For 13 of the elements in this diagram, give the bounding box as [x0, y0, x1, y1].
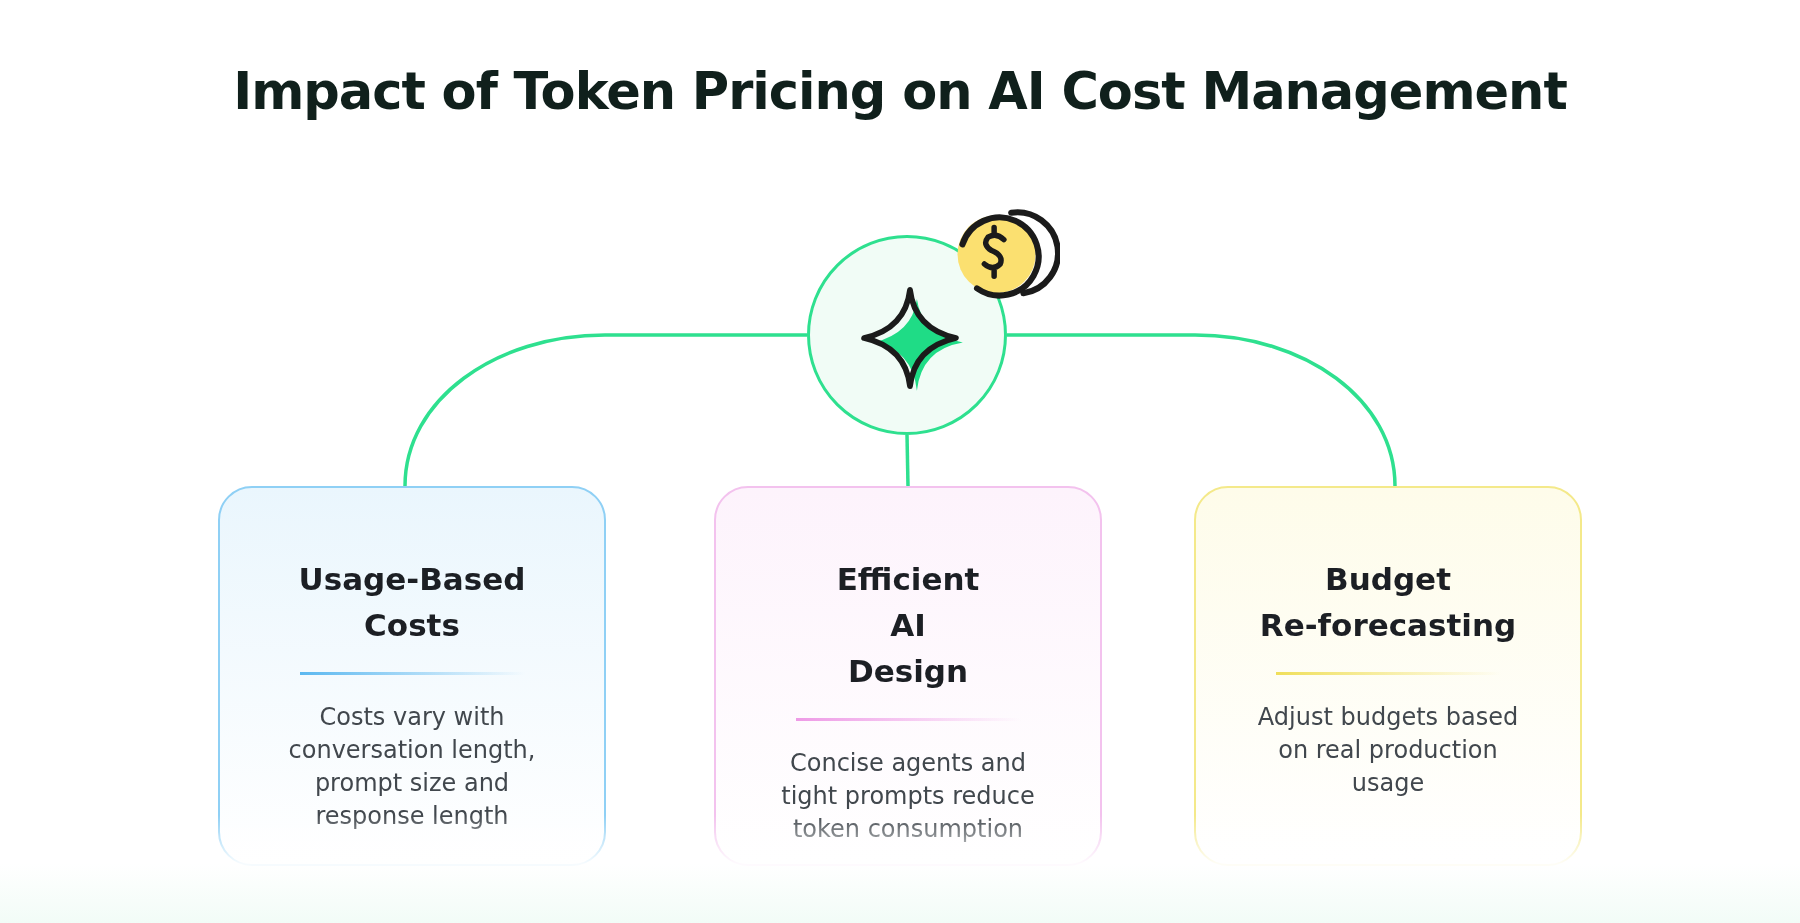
info-card — [714, 486, 1102, 866]
card-description: Costs vary with conversation length, prompt size and response length — [287, 702, 537, 832]
info-card — [1194, 486, 1582, 866]
connector-line — [905, 434, 910, 487]
card-heading: Budget Re-forecasting — [1259, 560, 1517, 645]
info-card — [218, 486, 606, 866]
title: Impact of Token Pricing on AI Cost Management — [232, 62, 1568, 121]
connector-line — [1007, 333, 1397, 487]
card-description: Adjust budgets based on real production usage — [1256, 702, 1520, 799]
card-heading: Usage-Based Costs — [298, 560, 526, 645]
card-description: Concise agents and tight prompts reduce token consumption — [780, 748, 1036, 845]
connector-line — [403, 333, 807, 487]
card-heading: Efficient AI Design — [836, 560, 980, 691]
